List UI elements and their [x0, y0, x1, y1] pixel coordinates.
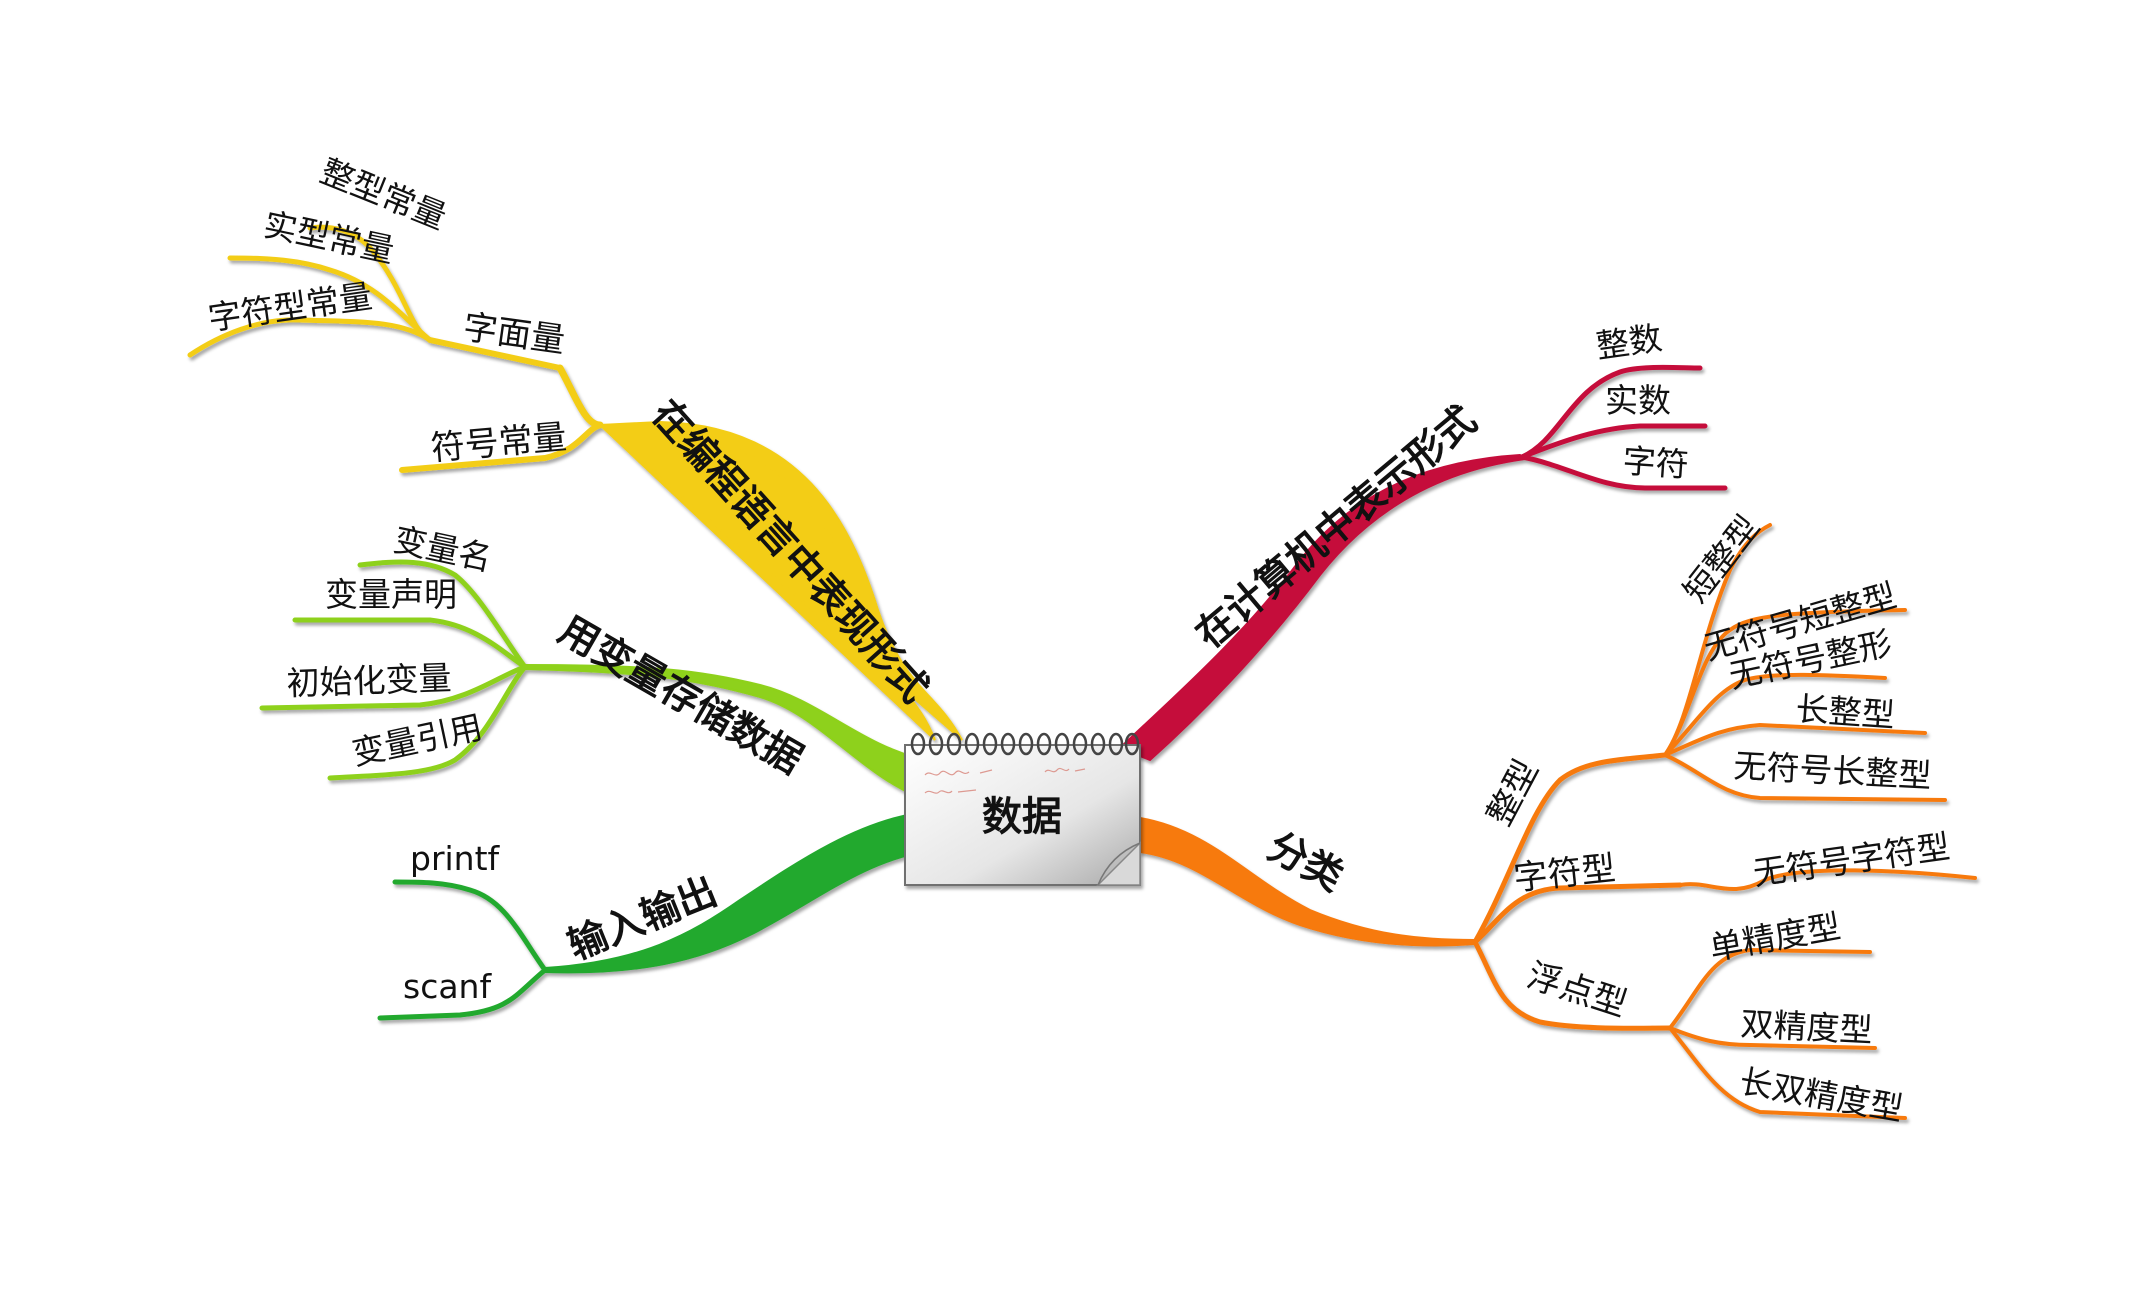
center-label: 数据	[982, 794, 1062, 840]
labels-variables: 用变量存储数据 变量名 变量声明 初始化变量 变量引用	[286, 520, 810, 783]
spiral-binding	[910, 732, 1140, 756]
node-char-type[interactable]: 字符型	[1512, 849, 1618, 899]
leaf-printf[interactable]: printf	[410, 839, 501, 878]
branch-representation[interactable]	[1118, 364, 1728, 762]
labels-representation: 在计算机中表示形式 整数 实数 字符	[1188, 318, 1690, 658]
leaf-character[interactable]: 字符	[1621, 441, 1690, 485]
labels-classification: 分类 整型 短整型 无符号短整型 无符号整形 长整型 无符号长整型 字符型 无符…	[1260, 508, 1952, 1129]
branch-representation-trunk	[1118, 453, 1528, 762]
leaf-char-constant[interactable]: 字符型常量	[206, 276, 375, 338]
leaf-long[interactable]: 长整型	[1794, 689, 1895, 735]
center-node[interactable]: 数据	[904, 732, 1141, 886]
leaf-unsigned-char[interactable]: 无符号字符型	[1751, 827, 1953, 893]
leaf-single-precision[interactable]: 单精度型	[1707, 907, 1844, 968]
branch-classification[interactable]	[1139, 523, 1977, 1120]
branch-expression-trunk	[597, 420, 963, 741]
branch-io[interactable]	[377, 810, 926, 1021]
node-symbolic-constant[interactable]: 符号常量	[429, 417, 568, 469]
leaf-initialize-variable[interactable]: 初始化变量	[286, 658, 452, 703]
branch-label-expression[interactable]: 在编程语言中表现形式	[643, 392, 937, 712]
branch-expression[interactable]	[187, 224, 963, 741]
leaf-scanf[interactable]: scanf	[403, 967, 492, 1006]
leaf-integer[interactable]: 整数	[1594, 318, 1665, 366]
scribble-decoration	[924, 767, 1086, 794]
leaf-real[interactable]: 实数	[1605, 381, 1671, 420]
leaf-double-precision[interactable]: 双精度型	[1740, 1004, 1874, 1050]
leaf-unsigned-long[interactable]: 无符号长整型	[1733, 746, 1933, 795]
page-curl	[1096, 841, 1141, 886]
leaf-long-double[interactable]: 长双精度型	[1737, 1061, 1906, 1128]
center-notepad	[904, 744, 1141, 886]
leaf-variable-reference[interactable]: 变量引用	[349, 707, 486, 773]
branch-variables[interactable]	[259, 559, 926, 802]
leaf-variable-declaration[interactable]: 变量声明	[325, 575, 457, 614]
branch-label-representation[interactable]: 在计算机中表示形式	[1188, 398, 1486, 658]
labels-io: 输入输出 printf scanf	[403, 839, 723, 1006]
node-float-type[interactable]: 浮点型	[1522, 956, 1631, 1026]
node-integer-type[interactable]: 整型	[1480, 753, 1547, 832]
